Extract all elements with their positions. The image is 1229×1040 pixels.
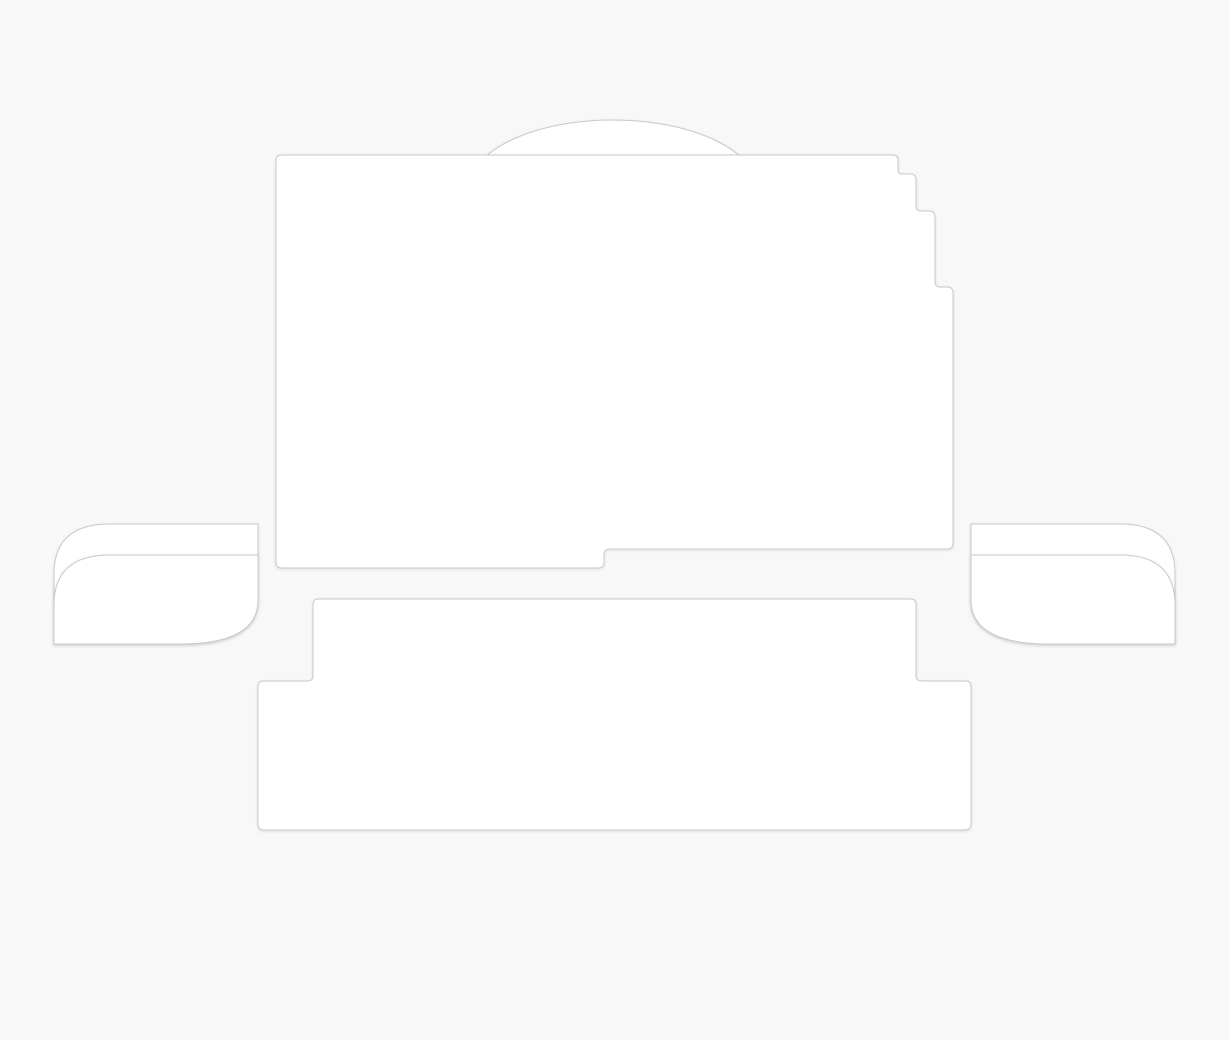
- bottom-stepped-panel: [257, 598, 972, 831]
- left-front-tab: [53, 554, 259, 645]
- right-front-tab: [970, 554, 1176, 645]
- top-stepped-panel: [275, 154, 954, 569]
